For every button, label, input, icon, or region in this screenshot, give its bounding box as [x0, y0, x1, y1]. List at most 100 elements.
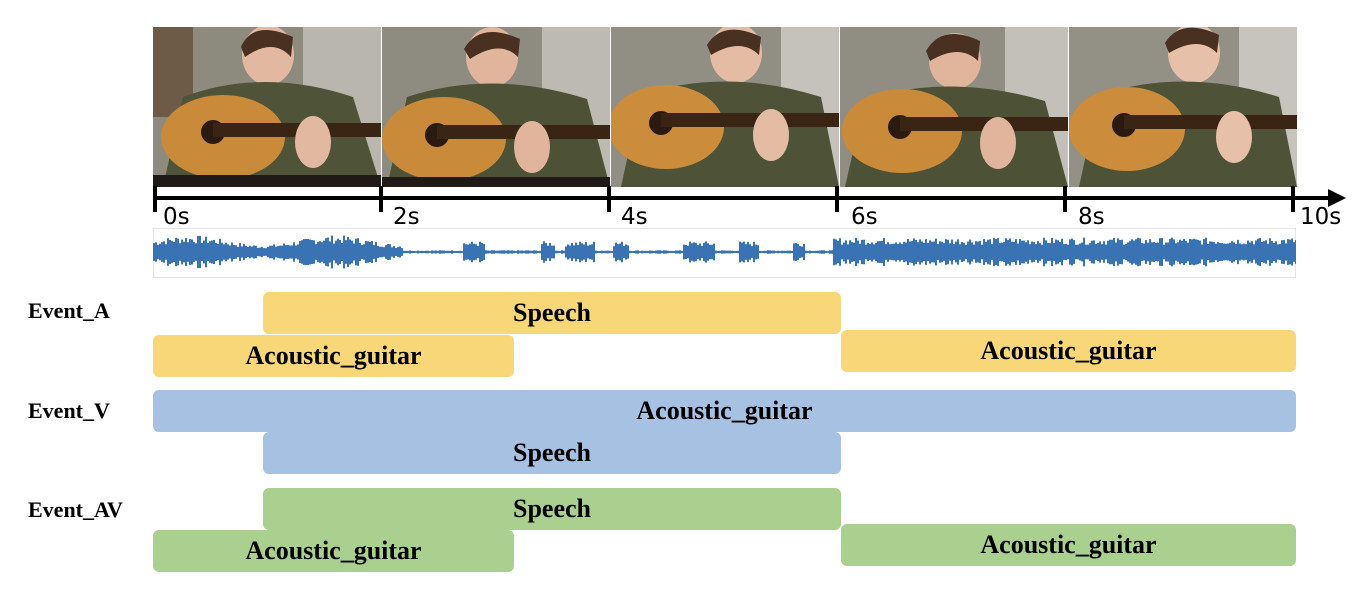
waveform-sample — [227, 244, 229, 260]
waveform-sample — [975, 241, 977, 263]
waveform-sample — [883, 238, 885, 266]
waveform-sample — [623, 246, 625, 258]
waveform-sample — [681, 250, 683, 254]
waveform-sample — [1293, 242, 1295, 262]
waveform-sample — [417, 250, 419, 254]
waveform-sample — [1203, 239, 1205, 265]
waveform-sample — [651, 250, 653, 254]
waveform-sample — [1095, 243, 1097, 261]
waveform-sample — [259, 247, 261, 257]
waveform-sample — [1031, 241, 1033, 263]
waveform-sample — [745, 244, 747, 260]
waveform-sample — [401, 248, 403, 256]
waveform-sample — [519, 250, 521, 254]
waveform-sample — [851, 242, 853, 262]
waveform-sample — [709, 244, 711, 260]
waveform-sample — [335, 240, 337, 264]
waveform-sample — [1187, 242, 1189, 262]
waveform-sample — [591, 244, 593, 260]
waveform-sample — [1241, 244, 1243, 260]
waveform-sample — [913, 238, 915, 266]
waveform-sample — [997, 238, 999, 266]
waveform-sample — [391, 247, 393, 257]
waveform-sample — [961, 241, 963, 263]
waveform-sample — [313, 240, 315, 264]
waveform-sample — [687, 245, 689, 259]
waveform-sample — [473, 243, 475, 261]
waveform-sample — [979, 240, 981, 264]
waveform-sample — [967, 241, 969, 263]
waveform-sample — [743, 241, 745, 263]
waveform-sample — [923, 242, 925, 262]
waveform-sample — [1163, 244, 1165, 260]
waveform-sample — [553, 245, 555, 259]
event-label: Speech — [513, 438, 591, 467]
waveform-sample — [1101, 244, 1103, 260]
waveform-sample — [959, 244, 961, 260]
waveform-sample — [775, 251, 777, 253]
waveform-sample — [309, 239, 311, 265]
waveform-sample — [873, 244, 875, 260]
waveform-sample — [511, 250, 513, 254]
waveform-sample — [195, 243, 197, 261]
waveform-sample — [1251, 241, 1253, 263]
waveform-sample — [355, 238, 357, 266]
waveform-sample — [1229, 242, 1231, 262]
waveform-sample — [597, 251, 599, 253]
waveform-sample — [855, 237, 857, 267]
waveform-sample — [1021, 240, 1023, 264]
waveform-sample — [475, 244, 477, 260]
waveform-sample — [613, 246, 615, 258]
waveform-sample — [635, 250, 637, 254]
waveform-sample — [293, 242, 295, 262]
waveform-sample — [1275, 241, 1277, 263]
waveform-sample — [1011, 241, 1013, 263]
event-bar-visual-speech: Speech — [263, 432, 841, 474]
waveform-sample — [213, 239, 215, 265]
waveform-sample — [1217, 242, 1219, 262]
waveform-sample — [495, 250, 497, 254]
waveform-sample — [1037, 241, 1039, 263]
waveform-sample — [773, 250, 775, 254]
waveform-sample — [839, 238, 841, 266]
waveform-sample — [897, 243, 899, 261]
waveform-sample — [677, 250, 679, 254]
waveform-sample — [735, 250, 737, 254]
waveform-sample — [973, 244, 975, 260]
waveform-sample — [189, 238, 191, 266]
waveform-sample — [1033, 242, 1035, 262]
waveform-sample — [619, 243, 621, 261]
waveform-sample — [1141, 243, 1143, 261]
waveform-sample — [271, 245, 273, 259]
waveform-sample — [163, 241, 165, 263]
waveform-sample — [911, 241, 913, 263]
waveform-sample — [209, 241, 211, 263]
waveform-sample — [935, 238, 937, 266]
waveform-sample — [827, 251, 829, 253]
waveform-sample — [877, 241, 879, 263]
waveform-sample — [445, 250, 447, 254]
waveform-sample — [477, 245, 479, 259]
waveform-sample — [365, 240, 367, 264]
waveform-sample — [181, 239, 183, 265]
waveform-sample — [825, 250, 827, 254]
waveform-sample — [443, 250, 445, 254]
waveform-sample — [1155, 243, 1157, 261]
waveform-sample — [321, 242, 323, 262]
waveform-sample — [301, 240, 303, 264]
waveform-sample — [351, 240, 353, 264]
waveform-sample — [1193, 238, 1195, 266]
waveform-sample — [725, 250, 727, 254]
waveform-sample — [819, 250, 821, 254]
waveform-sample — [647, 250, 649, 254]
waveform-sample — [483, 243, 485, 261]
waveform-sample — [1253, 244, 1255, 260]
waveform-sample — [949, 243, 951, 261]
event-bar-audiovisual-guitar: Acoustic_guitar — [153, 530, 514, 572]
waveform-sample — [1249, 242, 1251, 262]
waveform-sample — [645, 250, 647, 254]
waveform-sample — [455, 251, 457, 253]
waveform-sample — [153, 243, 155, 261]
waveform-sample — [977, 241, 979, 263]
waveform-sample — [891, 243, 893, 261]
